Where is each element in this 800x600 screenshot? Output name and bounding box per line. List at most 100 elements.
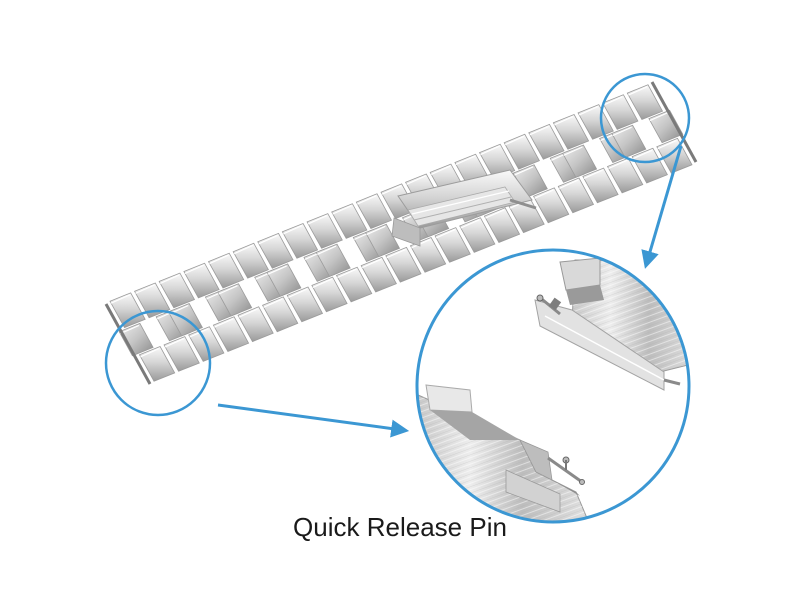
band-link bbox=[331, 203, 368, 239]
band-link-highlight bbox=[554, 115, 574, 126]
band-link-highlight bbox=[307, 215, 328, 225]
band-link-highlight bbox=[357, 195, 377, 205]
band-link-highlight bbox=[135, 284, 155, 294]
band-link-highlight bbox=[258, 234, 278, 245]
band-link-highlight bbox=[529, 125, 549, 136]
band-link bbox=[365, 223, 401, 258]
band-link-highlight bbox=[218, 285, 238, 295]
band-link-highlight bbox=[386, 248, 406, 259]
caption: Quick Release Pin bbox=[293, 512, 507, 542]
band-link-highlight bbox=[267, 265, 287, 275]
band-link bbox=[385, 246, 422, 283]
band-link bbox=[266, 263, 302, 297]
band-link bbox=[306, 213, 343, 249]
band-link-highlight bbox=[288, 288, 308, 298]
band-link bbox=[286, 286, 324, 323]
band-link bbox=[533, 187, 570, 224]
band-link bbox=[118, 322, 154, 357]
band-link-highlight bbox=[233, 244, 254, 255]
band-link bbox=[262, 296, 299, 333]
band-link bbox=[606, 157, 644, 194]
band-link bbox=[158, 272, 196, 309]
band-link bbox=[631, 147, 668, 184]
band-link-highlight bbox=[603, 96, 623, 106]
band-link-highlight bbox=[214, 318, 234, 328]
band-link-highlight bbox=[263, 298, 283, 308]
band-link bbox=[434, 227, 471, 263]
band-link-highlight bbox=[406, 175, 426, 185]
band-link-highlight bbox=[110, 294, 130, 304]
band-end-spring-bar bbox=[104, 303, 152, 385]
band-link-highlight bbox=[559, 179, 579, 189]
band-link-highlight bbox=[435, 229, 456, 239]
band-link-highlight bbox=[583, 169, 603, 179]
band-link-highlight bbox=[563, 146, 583, 156]
band-link bbox=[409, 236, 447, 273]
band-link-highlight bbox=[430, 165, 451, 175]
band-link bbox=[483, 207, 521, 244]
band-link bbox=[360, 256, 397, 293]
band-link-highlight bbox=[238, 308, 258, 318]
band-link bbox=[138, 345, 176, 382]
band-link bbox=[503, 133, 540, 170]
band-link bbox=[656, 137, 693, 174]
band-link-highlight bbox=[361, 258, 382, 269]
band-link bbox=[311, 276, 348, 313]
band-link bbox=[557, 177, 595, 214]
band-link-highlight bbox=[366, 225, 386, 236]
band-link bbox=[528, 123, 565, 160]
band-link bbox=[355, 193, 393, 230]
band-link bbox=[611, 124, 647, 159]
band-link-highlight bbox=[159, 274, 180, 284]
band-link bbox=[626, 84, 664, 121]
band-link-highlight bbox=[317, 245, 337, 255]
band-link-highlight bbox=[632, 149, 653, 160]
spring-bar-pin-upper bbox=[536, 294, 681, 386]
band-link-highlight bbox=[657, 139, 677, 150]
band-link bbox=[582, 167, 619, 204]
band-link-highlight bbox=[485, 209, 505, 219]
band-link-highlight bbox=[455, 155, 475, 166]
band-link bbox=[257, 232, 294, 269]
band-link-highlight bbox=[337, 268, 357, 279]
band-link bbox=[163, 336, 200, 372]
band-link bbox=[183, 262, 220, 299]
band-link-highlight bbox=[381, 185, 401, 195]
band-link-highlight bbox=[312, 278, 332, 288]
band-link bbox=[134, 282, 171, 319]
band-link-highlight bbox=[514, 166, 534, 176]
band-link bbox=[212, 316, 250, 353]
band-link-highlight bbox=[283, 224, 303, 235]
band-link bbox=[459, 217, 496, 253]
band-link bbox=[315, 243, 351, 277]
band-link-highlight bbox=[119, 324, 140, 335]
callout-arrow-bottom bbox=[217, 403, 410, 438]
band-end-spring-bar bbox=[650, 81, 698, 163]
magnified-detail bbox=[417, 250, 689, 522]
band-link-highlight bbox=[460, 219, 480, 229]
band-link bbox=[335, 266, 373, 303]
band-link-highlight bbox=[140, 347, 160, 358]
band-link-highlight bbox=[164, 338, 185, 348]
band-link-highlight bbox=[612, 126, 632, 137]
band-link-highlight bbox=[480, 145, 500, 156]
band-link bbox=[232, 242, 269, 279]
callout-circle-magnified bbox=[415, 248, 691, 524]
band-link bbox=[237, 306, 274, 343]
band-link bbox=[552, 113, 590, 150]
callout-arrow-top bbox=[641, 145, 683, 269]
band-link bbox=[648, 109, 684, 144]
band-link bbox=[281, 222, 319, 259]
band-link-highlight bbox=[534, 189, 554, 199]
band-link-highlight bbox=[184, 264, 204, 275]
callout-circle-top bbox=[599, 72, 691, 164]
band-link-highlight bbox=[628, 86, 648, 96]
band-link bbox=[577, 104, 614, 140]
band-link-highlight bbox=[578, 106, 599, 116]
band-link-highlight bbox=[411, 238, 431, 249]
band-link bbox=[217, 283, 253, 317]
band-link-highlight bbox=[209, 254, 229, 265]
band-link bbox=[478, 143, 516, 180]
